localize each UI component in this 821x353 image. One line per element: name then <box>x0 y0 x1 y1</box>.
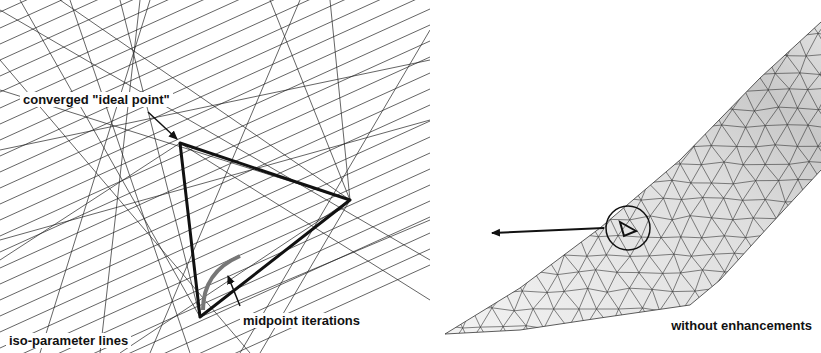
leader-arrow <box>228 276 240 306</box>
detail-triangle <box>620 222 636 236</box>
callout-label: iso-parameter lines <box>6 333 131 348</box>
detail-circle <box>606 206 650 250</box>
caption-label: without enhancements <box>668 318 815 333</box>
iso-parameter-lines <box>0 0 430 353</box>
ideal-triangle <box>180 143 350 317</box>
midpoint-arc <box>203 256 240 310</box>
leader-arrow <box>492 228 604 233</box>
triangle-mesh <box>428 0 821 353</box>
callout-label: midpoint iterations <box>240 313 363 328</box>
leader-arrow <box>148 112 177 139</box>
callout-label: converged "ideal point" <box>20 92 173 107</box>
mesh-boundary <box>445 22 821 334</box>
